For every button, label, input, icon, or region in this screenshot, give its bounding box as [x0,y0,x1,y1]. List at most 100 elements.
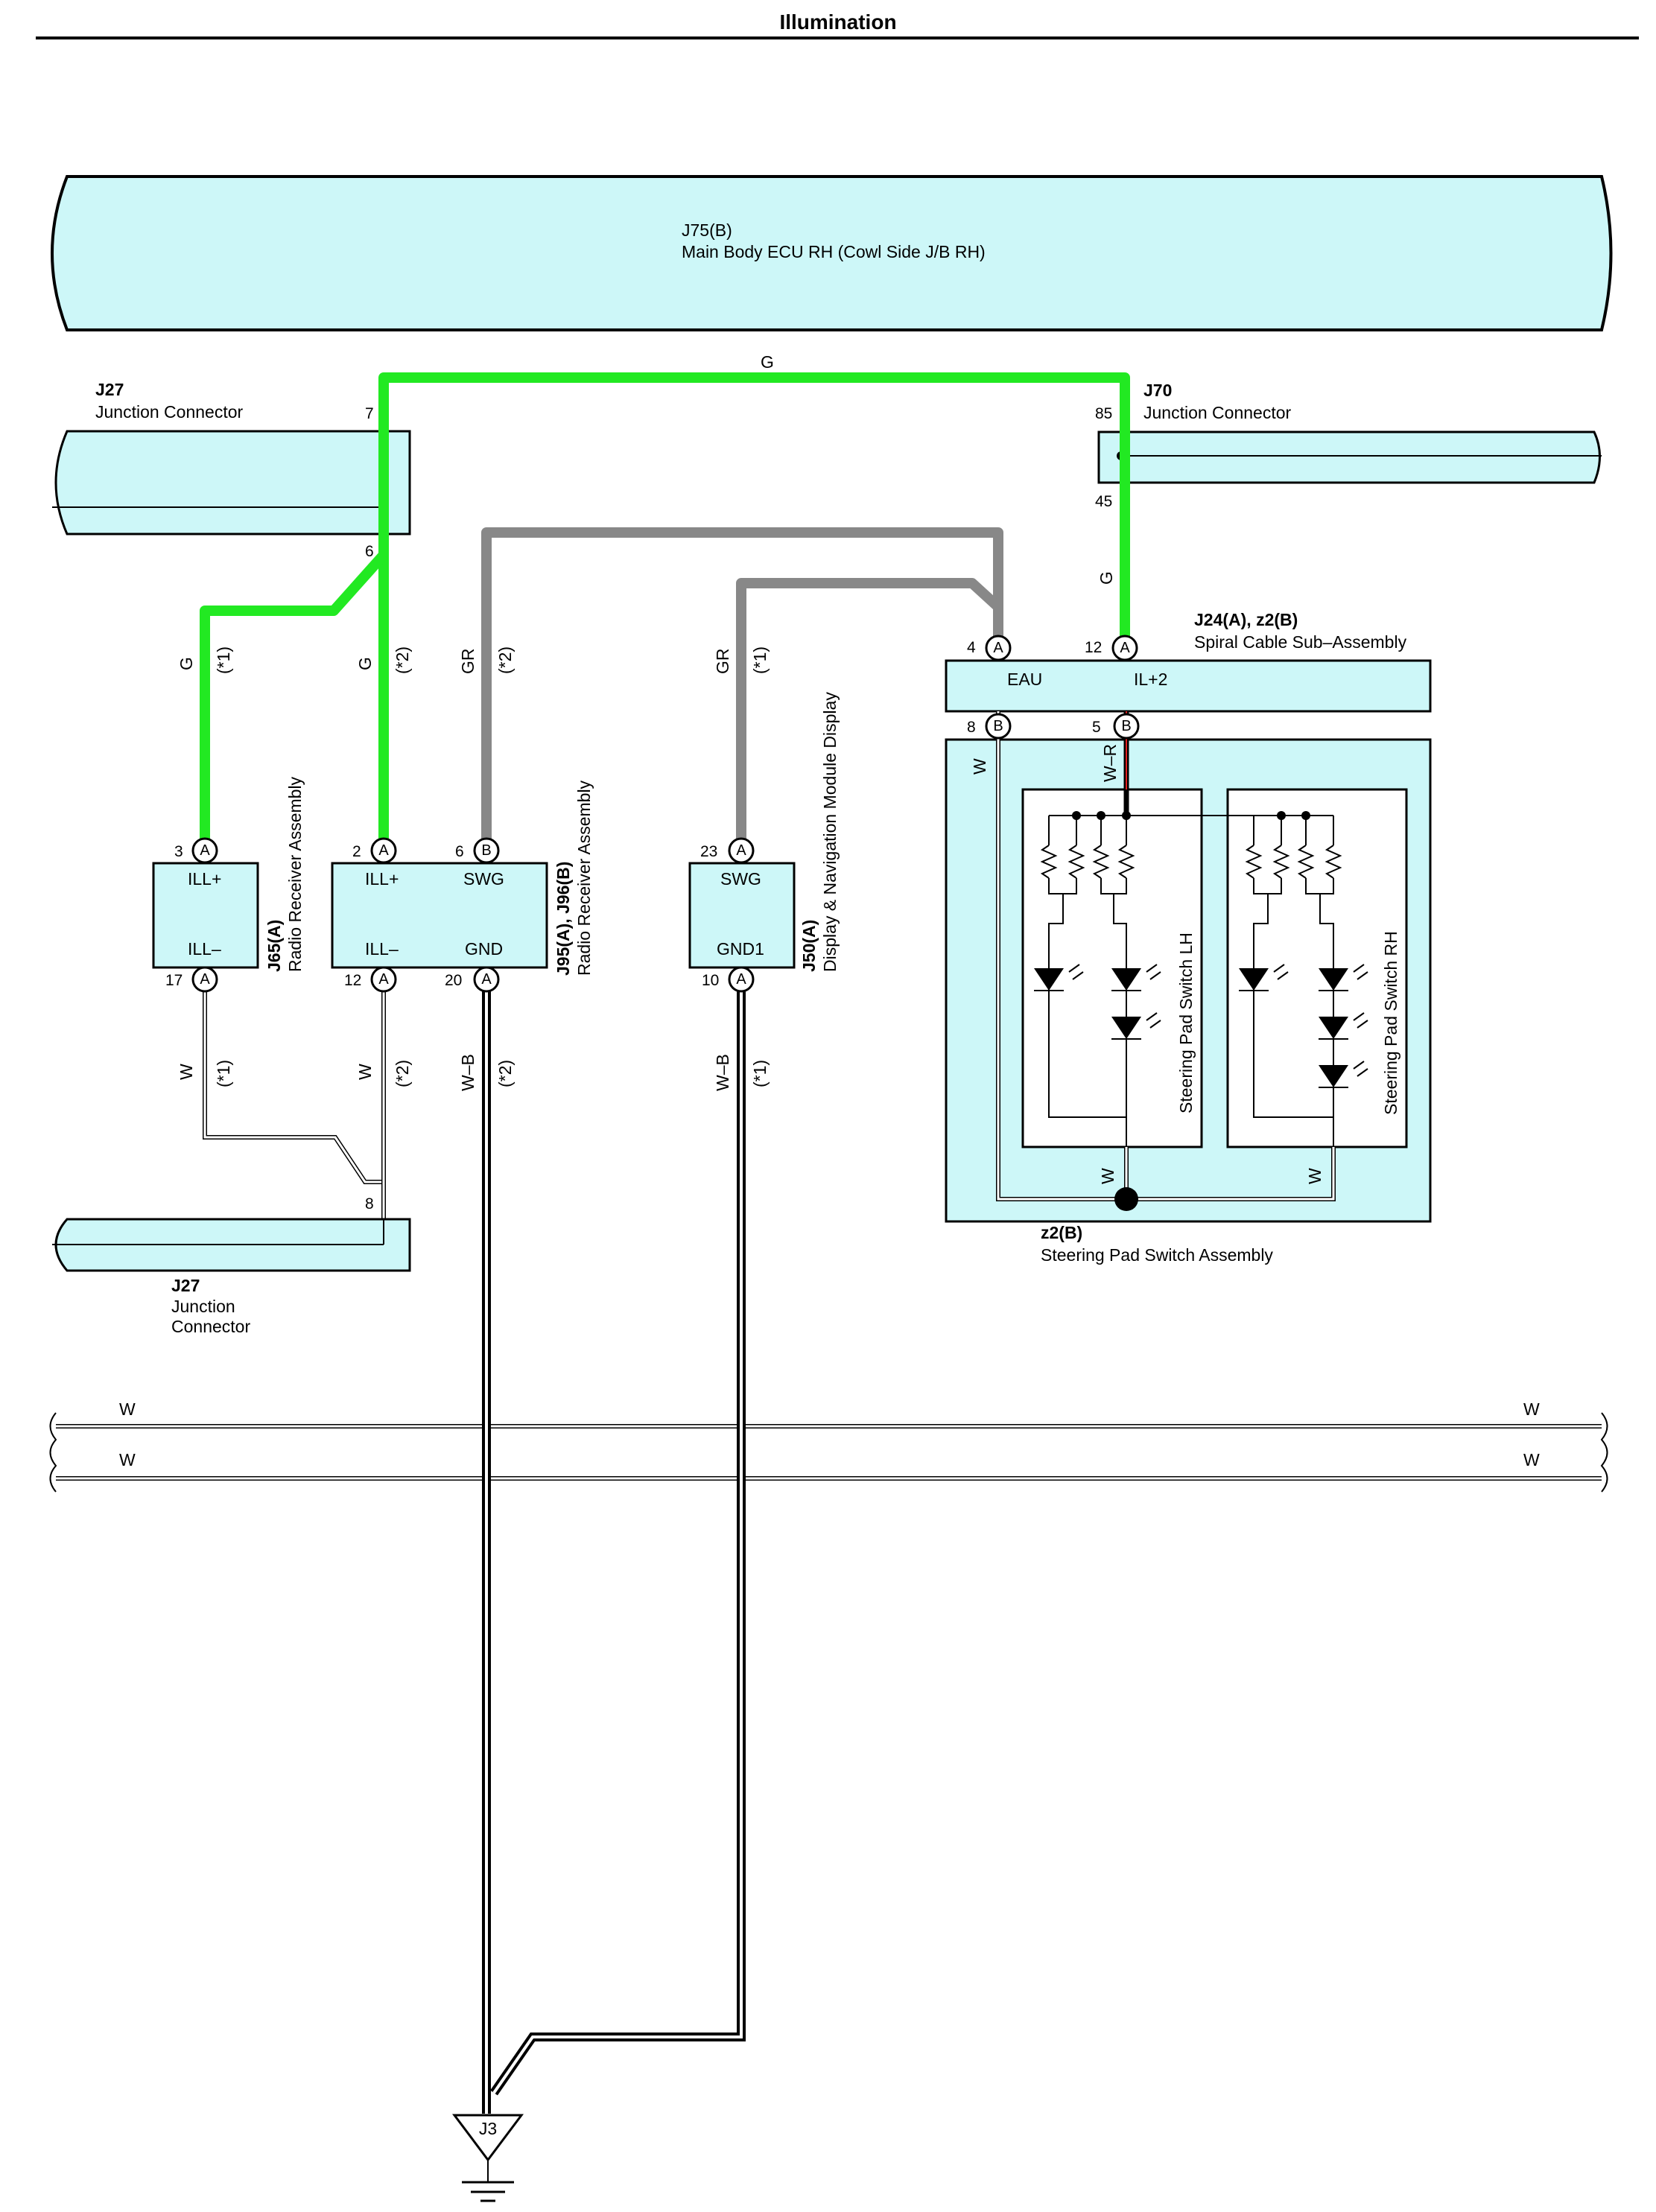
j75-name: Main Body ECU RH (Cowl Side J/B RH) [682,242,986,261]
gray-wires[interactable] [481,527,1003,851]
j65-pin-3: 3 [174,843,183,860]
ground-j3[interactable]: J3 [452,2114,524,2202]
svg-text:A: A [200,971,210,988]
j65-term-ill-minus: ILL– [188,939,221,959]
z2-name: Steering Pad Switch Assembly [1041,1245,1273,1265]
pin-circle-j24-12[interactable]: A [1111,635,1138,661]
j27-pin-6: 6 [365,543,374,560]
w-wires-ill-minus[interactable] [203,977,386,1229]
j65-id: J65(A) [264,920,284,972]
z2-steering-pad-switch-assembly[interactable]: z2(B) Steering Pad Switch Assembly Steer… [945,711,1432,1265]
svg-text:B: B [481,842,491,859]
pin-circle-j65-17[interactable]: A [191,966,218,993]
wire-label-g-j95: G [355,657,375,670]
svg-text:A: A [1120,640,1130,656]
j50-id: J50(A) [799,920,819,972]
j24-spiral-cable[interactable]: J24(A), z2(B) Spiral Cable Sub–Assembly … [945,610,1432,736]
j75-main-body-ecu[interactable]: J75(B) Main Body ECU RH (Cowl Side J/B R… [51,175,1613,331]
z2-wire-wr: W–R [1100,744,1120,782]
j27-bottom-junction-connector[interactable]: 8 J27 Junction Connector [52,1195,411,1336]
z2-id: z2(B) [1041,1223,1082,1242]
j95-pin-20: 20 [445,972,462,989]
wire-note-gr-j50: (*1) [750,646,770,674]
j24-term-eau: EAU [1007,670,1042,689]
pin-circle-j65-3[interactable]: A [191,837,218,864]
wire-label-g-top: G [761,352,774,372]
wire-label-g-j65: G [177,657,196,670]
j24-pin-12: 12 [1085,639,1102,656]
j70-pin-85: 85 [1095,405,1112,422]
wire-note-j65: (*1) [214,646,233,674]
j70-pin-45: 45 [1095,493,1112,510]
j95-pin-2: 2 [352,843,361,860]
wire-note-w-j95: (*2) [393,1060,412,1087]
wire-note-w-j65: (*1) [214,1060,233,1087]
j95-pin-6: 6 [455,843,464,860]
pin-circle-j50-10[interactable]: A [728,966,755,993]
z2-wire-w-rh: W [1305,1168,1325,1184]
pin-circle-j95-2[interactable]: A [370,837,397,864]
j95-term-ill-plus: ILL+ [365,869,399,889]
sub-lh-label: Steering Pad Switch LH [1176,932,1196,1113]
wire-label-w-j65: W [177,1064,196,1080]
j50-pin-23: 23 [700,843,717,860]
z2-wire-w-lh: W [1098,1168,1117,1184]
j27-bottom-name-2: Connector [171,1317,250,1336]
long-w-label-1-left: W [119,1399,136,1419]
pin-circle-j95-12[interactable]: A [370,966,397,993]
j27-top-id: J27 [95,380,124,399]
pin-circle-j24-4[interactable]: A [985,635,1012,661]
svg-text:A: A [993,640,1003,656]
j65-pin-17: 17 [165,972,183,989]
j95-id: J95(A), J96(B) [553,862,573,976]
j50-term-gnd1: GND1 [717,939,764,959]
pin-circle-j95-20[interactable]: A [473,966,500,993]
sub-rh-label: Steering Pad Switch RH [1381,931,1400,1115]
j24-name: Spiral Cable Sub–Assembly [1194,632,1407,652]
j24-pin-5: 5 [1092,719,1101,736]
svg-text:B: B [1121,718,1131,734]
j70-junction-connector[interactable]: J70 Junction Connector 85 45 [1095,381,1602,510]
svg-text:A: A [378,842,389,859]
pin-circles: A A A B A A A A A A B B [191,635,1140,993]
j95-name: Radio Receiver Assembly [574,780,594,976]
svg-text:A: A [736,842,746,859]
wire-label-gr-j50: GR [713,649,732,675]
j24-pin-4: 4 [967,639,976,656]
j95-term-swg: SWG [463,869,504,889]
j27-top-name: Junction Connector [95,402,244,422]
z2-wire-w-8: W [970,758,989,775]
j95-term-gnd: GND [465,939,503,959]
j95-pin-12: 12 [344,972,361,989]
long-w-label-2-left: W [119,1450,136,1469]
j24-id: J24(A), z2(B) [1194,610,1298,629]
j27-pin-7: 7 [365,405,374,422]
j27-bottom-id: J27 [171,1276,200,1295]
wire-label-w-j95: W [355,1064,375,1080]
svg-text:A: A [736,971,746,988]
j27-top-junction-connector[interactable]: J27 Junction Connector 7 6 [52,380,411,560]
j27-bottom-pin-8: 8 [365,1195,374,1213]
j95-radio-receiver[interactable]: ILL+ SWG ILL– GND 2 6 12 20 J95(A), J96(… [331,780,594,989]
long-w-wires[interactable]: W W W W [49,1399,1608,1493]
j50-name: Display & Navigation Module Display [820,692,840,972]
pin-circle-z2-5[interactable]: B [1113,713,1140,740]
wire-label-g-j70: G [1097,571,1116,585]
long-w-label-1-right: W [1523,1399,1540,1419]
wb-ground-wires[interactable] [482,977,746,2114]
pin-circle-j95-6[interactable]: B [473,837,500,864]
j65-radio-receiver[interactable]: ILL+ ILL– 3 17 J65(A) Radio Receiver Ass… [152,776,305,989]
long-w-label-2-right: W [1523,1450,1540,1469]
pin-circle-z2-8[interactable]: B [985,713,1012,740]
j70-name: Junction Connector [1143,403,1292,422]
j50-display-navigation[interactable]: SWG GND1 23 10 J50(A) Display & Navigati… [688,692,840,989]
wire-note-gr-j95: (*2) [495,646,515,674]
j65-name: Radio Receiver Assembly [285,776,305,972]
wire-note-j95: (*2) [393,646,412,674]
green-wires[interactable] [200,372,1130,851]
pin-circle-j50-23[interactable]: A [728,837,755,864]
wire-label-wb-j50: W–B [713,1054,732,1091]
wire-note-wb-j50: (*1) [750,1060,770,1087]
svg-text:B: B [993,718,1003,734]
wire-label-gr-j95: GR [458,649,478,675]
